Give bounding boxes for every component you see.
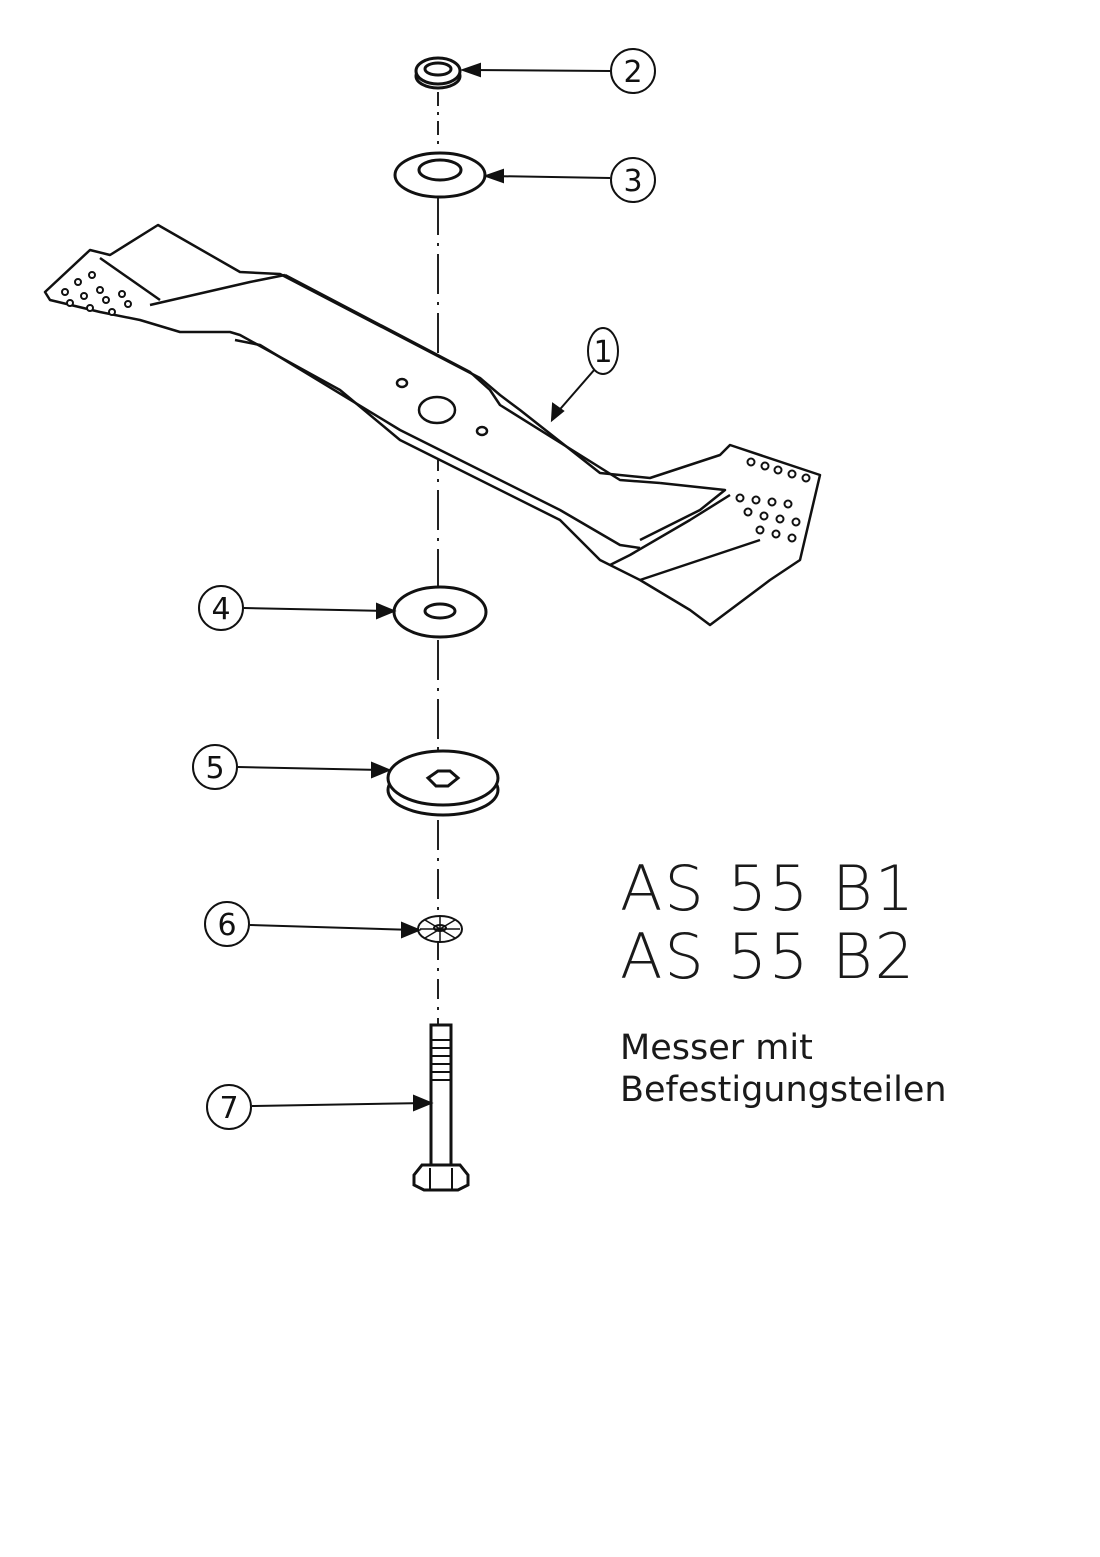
- callout-circle-7: [206, 1084, 252, 1130]
- washer-part-3: [393, 151, 487, 199]
- description-line-2: Befestigungsteilen: [620, 1070, 947, 1110]
- callout-circle-2: [610, 48, 656, 94]
- callout-circle-4: [198, 585, 244, 631]
- bushing-part-2: [414, 56, 462, 90]
- callout-number-3: 3: [623, 164, 642, 199]
- callout-number-5: 5: [205, 751, 224, 786]
- lock-washer-part-6: [417, 915, 463, 943]
- title-block: AS 55 B1 AS 55 B2 Messer mit Befestigung…: [620, 855, 947, 1111]
- callout-circles: [192, 48, 656, 1130]
- callout-number-2: 2: [623, 55, 642, 90]
- washer-part-5: [386, 749, 500, 817]
- model-name-2: AS 55 B2: [620, 920, 917, 993]
- callout-circle-5: [192, 744, 238, 790]
- callout-numbers: 1 2 3 4 5 6 7: [205, 55, 642, 1126]
- callout-circle-6: [204, 901, 250, 947]
- bolt-part-7: [412, 1023, 470, 1192]
- callout-circle-3: [610, 157, 656, 203]
- callout-lines: [237, 62, 611, 1112]
- washer-part-4: [392, 585, 488, 639]
- callout-number-4: 4: [211, 592, 230, 627]
- blade-part-1: [43, 223, 822, 627]
- callout-number-1: 1: [593, 335, 612, 370]
- description-line-1: Messer mit: [620, 1028, 813, 1068]
- callout-number-7: 7: [219, 1091, 238, 1126]
- model-name-1: AS 55 B1: [620, 852, 917, 925]
- callout-number-6: 6: [217, 908, 236, 943]
- callout-circle-1: [587, 327, 619, 375]
